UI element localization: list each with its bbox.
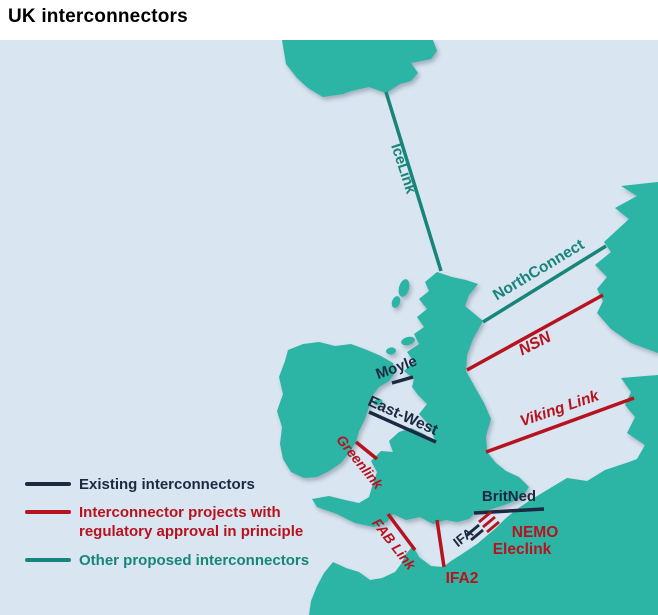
landmass-iceland [282,40,437,97]
interconnector-line-east-west [368,410,437,444]
legend-line-proposed [25,557,71,562]
legend: Existing interconnectors Interconnector … [25,475,325,579]
interconnector-line-nemo [478,510,492,524]
interconnector-line-eleclink [482,515,496,529]
island-islay [401,336,415,346]
map: IceLink NorthConnect NSN Viking Link Moy… [0,40,658,615]
landmasses [277,40,658,615]
legend-line-approved [25,510,71,515]
island-hebrides-1 [398,279,410,297]
legend-line-existing [25,482,71,486]
interconnector-label-nemo: NEMO [512,524,559,541]
interconnector-label-britned: BritNed [482,488,536,505]
island-hebrides-2 [391,296,401,308]
interconnector-line-moyle [391,375,414,385]
interconnector-label-ifa2: IFA2 [446,570,479,587]
island-kintyre [386,347,396,355]
interconnector-line-nsn [466,293,604,372]
interconnector-line-icelink [384,91,443,272]
interconnector-line-ifa2 [435,519,446,568]
interconnector-line-northconnect [482,244,607,324]
interconnector-line-viking-link [485,396,635,454]
landmass-continental-europe [309,451,658,615]
legend-item-proposed: Other proposed interconnectors [25,551,325,570]
interconnector-line-greenlink [354,440,379,461]
landmass-ireland [277,342,395,478]
interconnector-line-ifa-1 [466,523,480,537]
legend-label-proposed: Other proposed interconnectors [79,551,310,569]
interconnector-line-channel-extra [486,520,500,534]
legend-item-existing: Existing interconnectors [25,475,325,494]
legend-label-approved: Interconnector projects with regulatory … [79,504,304,541]
interconnector-label-eleclink: Eleclink [493,541,552,558]
landmass-norway [595,182,658,353]
interconnector-line-ifa-2 [470,528,484,542]
legend-label-existing: Existing interconnectors [79,476,255,493]
interconnector-line-britned [473,507,545,515]
interconnector-lines [354,91,635,568]
legend-item-approved: Interconnector projects with regulatory … [25,503,325,541]
landmass-great-britain [312,272,529,527]
interconnector-line-fab-link [386,512,417,552]
island-isle-of-man [373,398,383,406]
page-title: UK interconnectors [8,6,188,27]
